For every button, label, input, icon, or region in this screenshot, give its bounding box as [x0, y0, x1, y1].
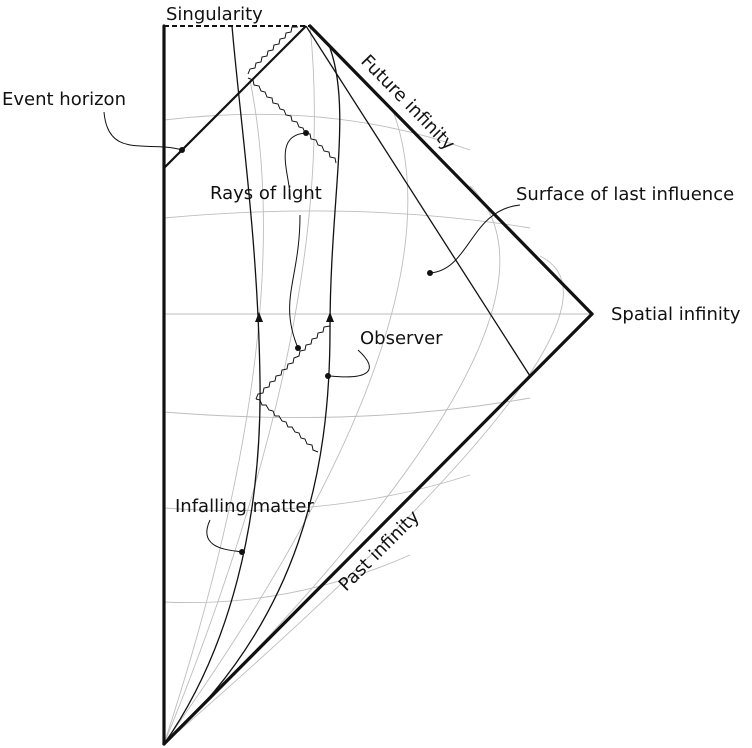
radius-curve: [163, 79, 264, 745]
event-horizon-label: Event horizon: [2, 89, 126, 110]
spatial-infinity-label: Spatial infinity: [611, 304, 741, 325]
surface-of-last-influence-line: [305, 25, 531, 377]
infalling-matter-label: Infalling matter: [175, 496, 314, 517]
label-leaders: [103, 111, 521, 553]
rays-of-light-label: Rays of light: [210, 183, 322, 204]
observer-worldline: [163, 47, 341, 745]
future-infinity-edge: [308, 24, 594, 316]
infalling-matter-worldline: [163, 25, 261, 745]
time-slice-curve: [163, 210, 531, 229]
past-infinity-edge: [162, 312, 594, 746]
singularity-label: Singularity: [166, 4, 263, 25]
light-ray: [247, 77, 337, 164]
light-ray: [247, 26, 298, 75]
spacetime-boundary: [162, 24, 594, 746]
event-horizon-leader: [103, 111, 183, 151]
event-horizon-line: [163, 25, 307, 169]
time-slice-curve: [163, 554, 411, 604]
rays-of-light-leader-lower: [289, 214, 301, 349]
surface-of-last-influence-leader: [429, 204, 521, 274]
light-rays: [247, 26, 337, 453]
future-infinity-label: Future infinity: [356, 51, 459, 155]
radius-curve: [163, 185, 501, 745]
observer-leader: [329, 349, 370, 378]
radius-curve: [163, 107, 409, 745]
light-ray: [255, 398, 319, 453]
rays-of-light-leader: [284, 132, 307, 201]
time-slice-curve: [163, 397, 531, 419]
infalling-arrow-icon: [255, 312, 263, 322]
surface-marker: [427, 270, 433, 276]
observer-label: Observer: [360, 328, 443, 349]
observer-arrow-icon: [326, 312, 334, 322]
light-ray: [255, 325, 331, 400]
infalling-matter-marker: [239, 549, 245, 555]
past-infinity-label: Past infinity: [335, 506, 424, 595]
time-slice-curve: [163, 474, 471, 511]
radius-curve: [163, 25, 315, 745]
observer-marker: [325, 373, 331, 379]
rays-of-light-marker: [303, 130, 309, 136]
time-slice-curve: [163, 113, 471, 151]
light-ray-reflection-marker: [295, 345, 301, 351]
infalling-matter-leader: [206, 519, 243, 553]
radius-curve: [163, 255, 564, 745]
event-horizon-marker: [179, 147, 185, 153]
surface-of-last-influence-label: Surface of last influence: [516, 184, 734, 205]
coordinate-grid: [163, 25, 592, 745]
